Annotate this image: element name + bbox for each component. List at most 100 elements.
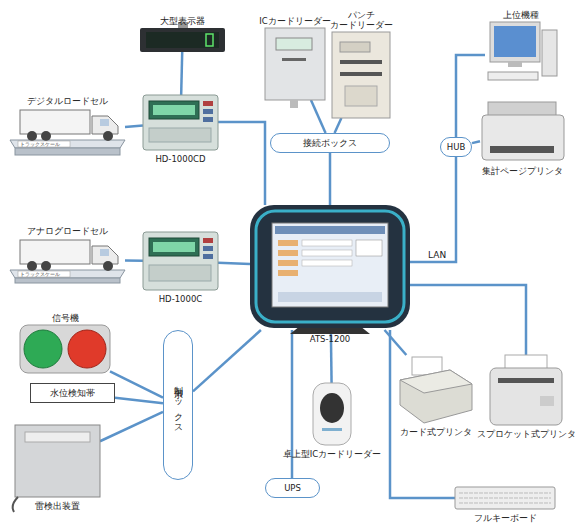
touch-panel-terminal-part bbox=[275, 226, 385, 234]
truck-scale-part bbox=[15, 148, 120, 155]
weighing-indicator-part bbox=[149, 238, 199, 256]
lightning-detector-part bbox=[15, 425, 100, 497]
host-computer-part bbox=[542, 30, 557, 76]
node-label: UPS bbox=[266, 479, 319, 497]
truck-scale-part bbox=[100, 249, 109, 256]
node-label: デジタルロードセル bbox=[27, 96, 108, 106]
weighing-indicator-part bbox=[149, 101, 199, 119]
desktop-card-reader-part bbox=[322, 428, 342, 431]
ic-card-reader-part bbox=[282, 58, 306, 61]
traffic-signal bbox=[20, 325, 110, 373]
platform-label: トラックスケール bbox=[20, 271, 60, 277]
node-label: HD-1000CD bbox=[155, 154, 205, 164]
weighing-indicator-part bbox=[203, 117, 213, 122]
node-label: アナログロードセル bbox=[27, 226, 108, 236]
punch-card-reader-part bbox=[332, 32, 390, 118]
connector-line bbox=[385, 330, 407, 355]
weighing-indicator-part bbox=[149, 128, 211, 142]
connector-line bbox=[311, 100, 326, 133]
weighing-indicator: HD-1000CD bbox=[143, 95, 218, 150]
keyboard-part bbox=[455, 487, 555, 509]
truck-scale-part bbox=[15, 278, 120, 283]
ups-box: UPS bbox=[265, 478, 320, 498]
large-display-part bbox=[146, 32, 219, 48]
node-label: 卓上型ICカードリーダー bbox=[283, 449, 381, 459]
truck-scale-part bbox=[10, 270, 125, 278]
connector-line bbox=[472, 141, 480, 143]
touch-panel-terminal-part bbox=[278, 240, 298, 246]
touch-panel-terminal-part bbox=[278, 260, 298, 266]
lightning-detector bbox=[13, 425, 100, 512]
connector-line bbox=[100, 412, 163, 441]
touch-panel-terminal-part bbox=[302, 240, 352, 246]
node-label: HD-1000C bbox=[159, 294, 203, 304]
weighing-indicator-part bbox=[153, 105, 195, 115]
truck-scale-part bbox=[41, 261, 51, 271]
touch-panel-terminal-part bbox=[356, 240, 382, 256]
page-printer-part bbox=[490, 146, 554, 153]
truck-scale-part bbox=[103, 261, 113, 271]
lightning-detector: 雷検出装置 bbox=[15, 425, 100, 497]
weighing-indicator-part bbox=[153, 242, 195, 252]
terminal: ATS-1200 bbox=[250, 205, 410, 330]
card-printer bbox=[400, 357, 472, 423]
touch-panel-terminal-part bbox=[256, 211, 404, 322]
punch-card-reader-part bbox=[340, 60, 382, 64]
connector-label: LAN bbox=[428, 250, 446, 260]
sprocket-printer-part bbox=[490, 368, 562, 425]
weighing-indicator-part bbox=[149, 265, 211, 281]
touch-panel-terminal-part bbox=[272, 223, 388, 307]
node-label: 信号機 bbox=[52, 313, 79, 323]
truck-scale-part bbox=[20, 240, 90, 264]
page-printer bbox=[482, 102, 564, 160]
connector-line bbox=[115, 398, 163, 403]
connector-line bbox=[410, 157, 456, 262]
connector-line bbox=[181, 52, 182, 95]
truck-scale-part bbox=[20, 110, 90, 134]
sprocket-printer-part bbox=[498, 378, 554, 383]
junction-box: 接続ボックス bbox=[270, 133, 390, 153]
weighing-indicator-part bbox=[203, 238, 213, 243]
connector-line bbox=[193, 330, 261, 391]
connector-line bbox=[329, 153, 332, 205]
host-computer-part bbox=[508, 62, 522, 67]
desktop-card-reader: 卓上型ICカードリーダー bbox=[313, 383, 351, 445]
truck-scale-part bbox=[18, 271, 70, 277]
weighing-indicator-part bbox=[203, 254, 213, 259]
large-display: 大型表示器 bbox=[140, 28, 225, 52]
host-computer-part bbox=[488, 72, 538, 80]
load-cell: デジタルロードセル bbox=[10, 108, 125, 155]
punch-card-reader-part bbox=[340, 42, 370, 52]
keyboard-part bbox=[459, 498, 551, 499]
sprocket-printer: スプロケット式プリンタ bbox=[490, 355, 562, 425]
connector-line bbox=[218, 122, 265, 205]
truck-scale-part bbox=[100, 119, 109, 126]
host-computer: 上位機種 bbox=[485, 22, 557, 82]
truck-scale-part bbox=[18, 141, 70, 147]
connector-line bbox=[125, 125, 143, 126]
large-display bbox=[140, 22, 225, 52]
punch-card-reader-part bbox=[345, 86, 377, 106]
keyboard-part bbox=[459, 503, 551, 504]
weighing-indicator-part bbox=[203, 101, 213, 106]
node-label: フルキーボード bbox=[474, 513, 537, 523]
ic-card-reader-part bbox=[276, 38, 312, 50]
node-label: カード式プリンタ bbox=[400, 427, 472, 437]
keyboard: フルキーボード bbox=[455, 487, 555, 509]
ic-card-reader-part bbox=[290, 100, 298, 108]
node-label: 接続ボックス bbox=[271, 134, 389, 152]
node-label: ICカードリーダー bbox=[259, 16, 330, 26]
keyboard-part bbox=[459, 493, 551, 494]
node-label: 水位検知帯 bbox=[31, 384, 114, 402]
traffic-signal-part bbox=[24, 330, 62, 368]
truck-scale bbox=[10, 240, 125, 283]
punch-card-reader-part bbox=[340, 72, 382, 76]
lightning-detector-part bbox=[25, 432, 90, 442]
card-printer: カード式プリンタ bbox=[400, 355, 472, 423]
punch-card-reader bbox=[332, 32, 390, 118]
node-label: スプロケット式プリンタ bbox=[477, 429, 576, 439]
host-computer-part bbox=[490, 22, 540, 62]
ic-card-reader bbox=[265, 28, 325, 108]
lightning-detector-part bbox=[13, 497, 18, 512]
traffic-signal-part bbox=[20, 325, 110, 373]
